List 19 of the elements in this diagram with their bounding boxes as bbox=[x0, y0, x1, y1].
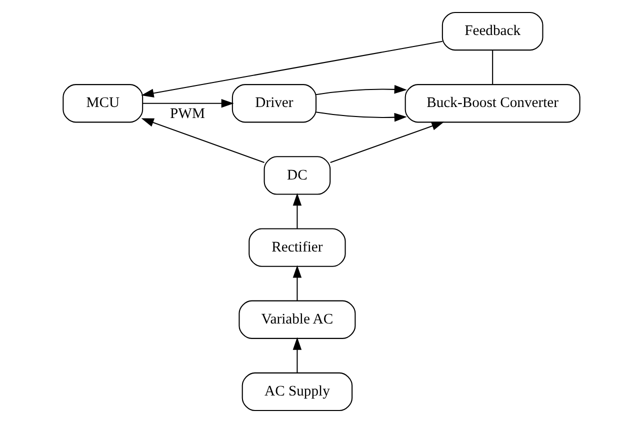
node-box: Variable AC bbox=[238, 300, 356, 339]
edge-label: PWM bbox=[170, 106, 205, 122]
node-box: MCU bbox=[62, 84, 144, 123]
node-box: Driver bbox=[232, 84, 317, 123]
arrow bbox=[141, 40, 442, 98]
arrow bbox=[292, 337, 302, 373]
arrow bbox=[292, 193, 302, 228]
arrow bbox=[141, 118, 264, 164]
node-box: DC bbox=[264, 156, 331, 195]
arrow bbox=[316, 112, 407, 122]
arrow bbox=[330, 122, 444, 164]
node-box: Rectifier bbox=[248, 228, 346, 267]
arrow bbox=[142, 98, 234, 108]
node-box: Feedback bbox=[442, 12, 544, 51]
arrow bbox=[316, 85, 407, 96]
node-box: Buck-Boost Converter bbox=[404, 84, 580, 123]
connector bbox=[492, 50, 494, 84]
node-box: AC Supply bbox=[242, 372, 353, 412]
arrow bbox=[292, 265, 302, 301]
